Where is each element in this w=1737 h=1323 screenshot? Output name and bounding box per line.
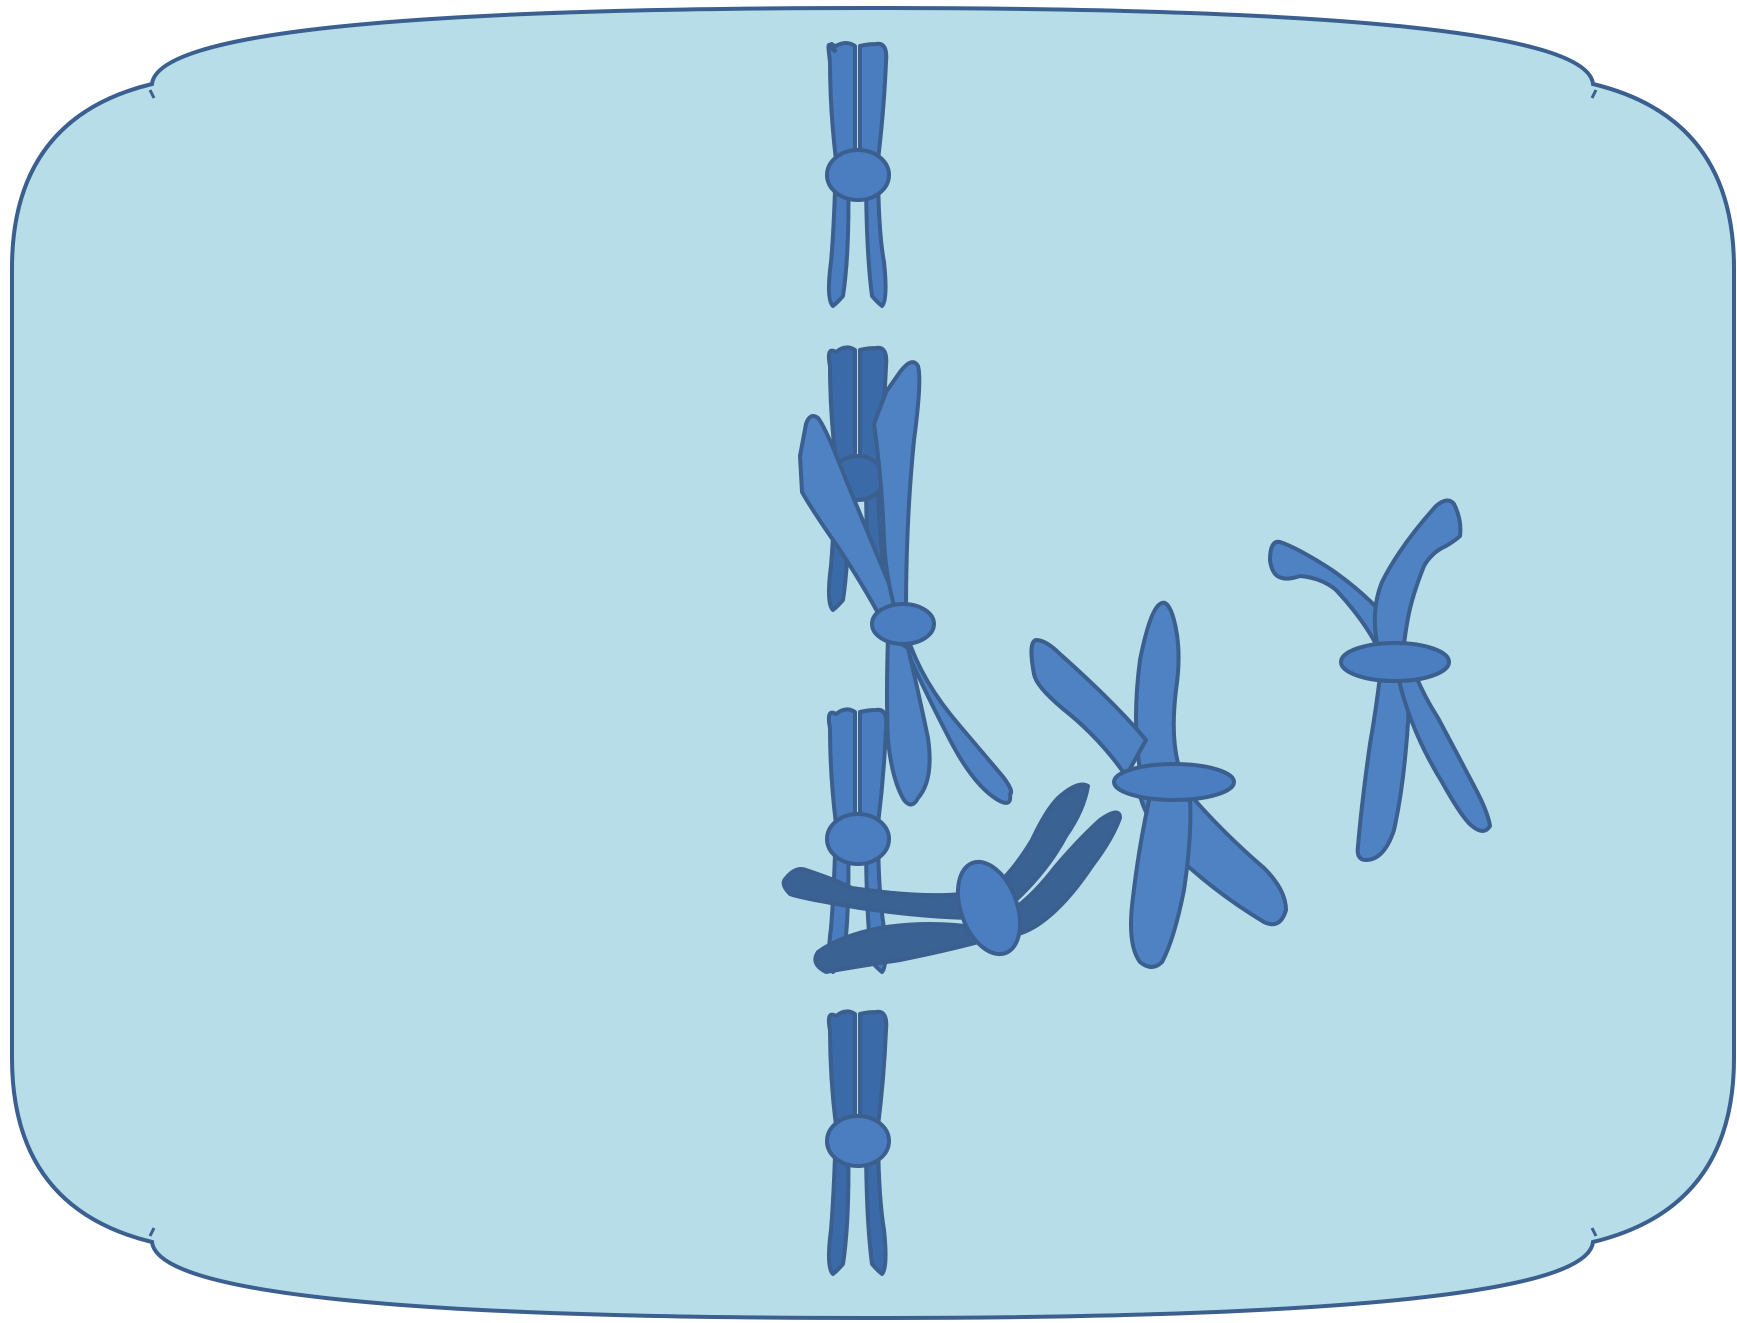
cell [10,5,1736,1321]
cell-membrane [10,5,1736,1321]
centromere [1112,762,1236,802]
unaligned-chromosome-1 [798,360,1014,807]
chromatid-arm [1129,794,1193,969]
chromatid-arm [1355,674,1411,862]
chromatid-arm [872,360,922,614]
centromere [870,602,936,646]
membrane-notch [148,1227,156,1237]
centromere [825,148,891,202]
centromere [825,812,891,866]
aligned-chromosome-1 [825,41,891,308]
centromere [825,1114,891,1168]
chromatid-arm [1396,674,1492,833]
unaligned-chromosome-2 [781,782,1122,974]
unaligned-chromosome-4 [1268,498,1492,862]
unaligned-chromosome-3 [1029,600,1288,969]
centromere [1339,641,1451,683]
centromere [955,859,1023,957]
chromatid-arm [900,630,1014,805]
membrane-notch [1590,1227,1598,1237]
chromatid-arm [1029,638,1148,778]
chromatid-arm [781,867,980,920]
membrane-notch [148,89,156,99]
chromatid-arm [1134,600,1182,772]
chromatid-arm [798,414,902,634]
chromatid-arm [988,782,1090,902]
aligned-chromosome-4 [825,1009,891,1276]
chromatid-arm [1372,498,1463,650]
chromatid-arm [813,922,1002,974]
membrane-notch [1590,89,1598,99]
chromatid-arm [1268,539,1390,650]
chromatid-arm [885,634,932,807]
chromatid-arm [998,810,1122,938]
